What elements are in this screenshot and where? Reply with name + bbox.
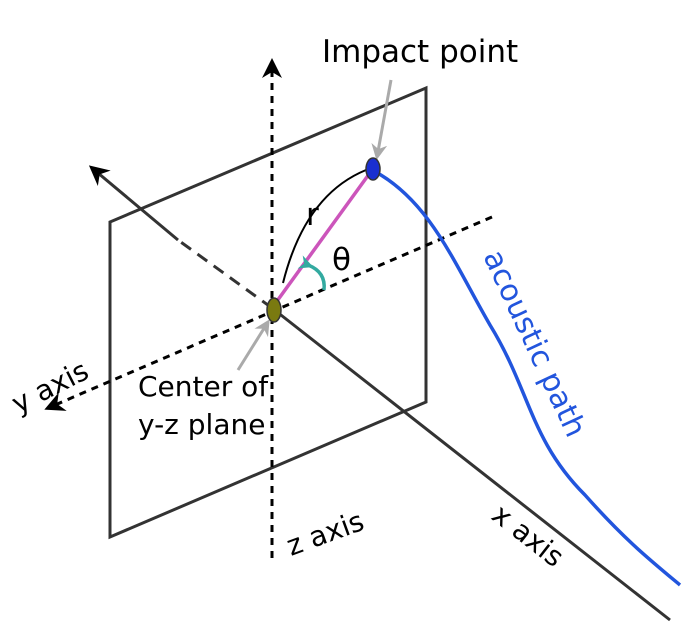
upper-left-axis-line — [177, 238, 273, 310]
impact-pointer-line — [371, 79, 393, 161]
impact-point-label: Impact point — [322, 34, 518, 70]
center-label-line1: Center of — [138, 370, 269, 403]
acoustic-path-curve — [371, 168, 682, 587]
z-axis-label: z axis — [282, 504, 368, 562]
theta-arc — [297, 255, 326, 291]
upper-left-axis-arrow — [88, 165, 179, 242]
radius-line — [270, 168, 374, 310]
center-label-line2: y-z plane — [138, 408, 265, 441]
yz-plane — [108, 85, 428, 540]
center-pointer-line — [236, 319, 270, 371]
center-point-marker — [266, 297, 282, 323]
radius-label: r — [306, 197, 319, 233]
x-axis-line — [271, 306, 671, 622]
impact-point-marker — [365, 157, 381, 181]
acoustic-path-label: acoustic path — [476, 245, 593, 443]
y-axis-line — [44, 215, 493, 411]
radius-arc — [282, 169, 367, 284]
theta-label: θ — [332, 242, 351, 278]
y-axis-label: y axis — [6, 354, 94, 420]
